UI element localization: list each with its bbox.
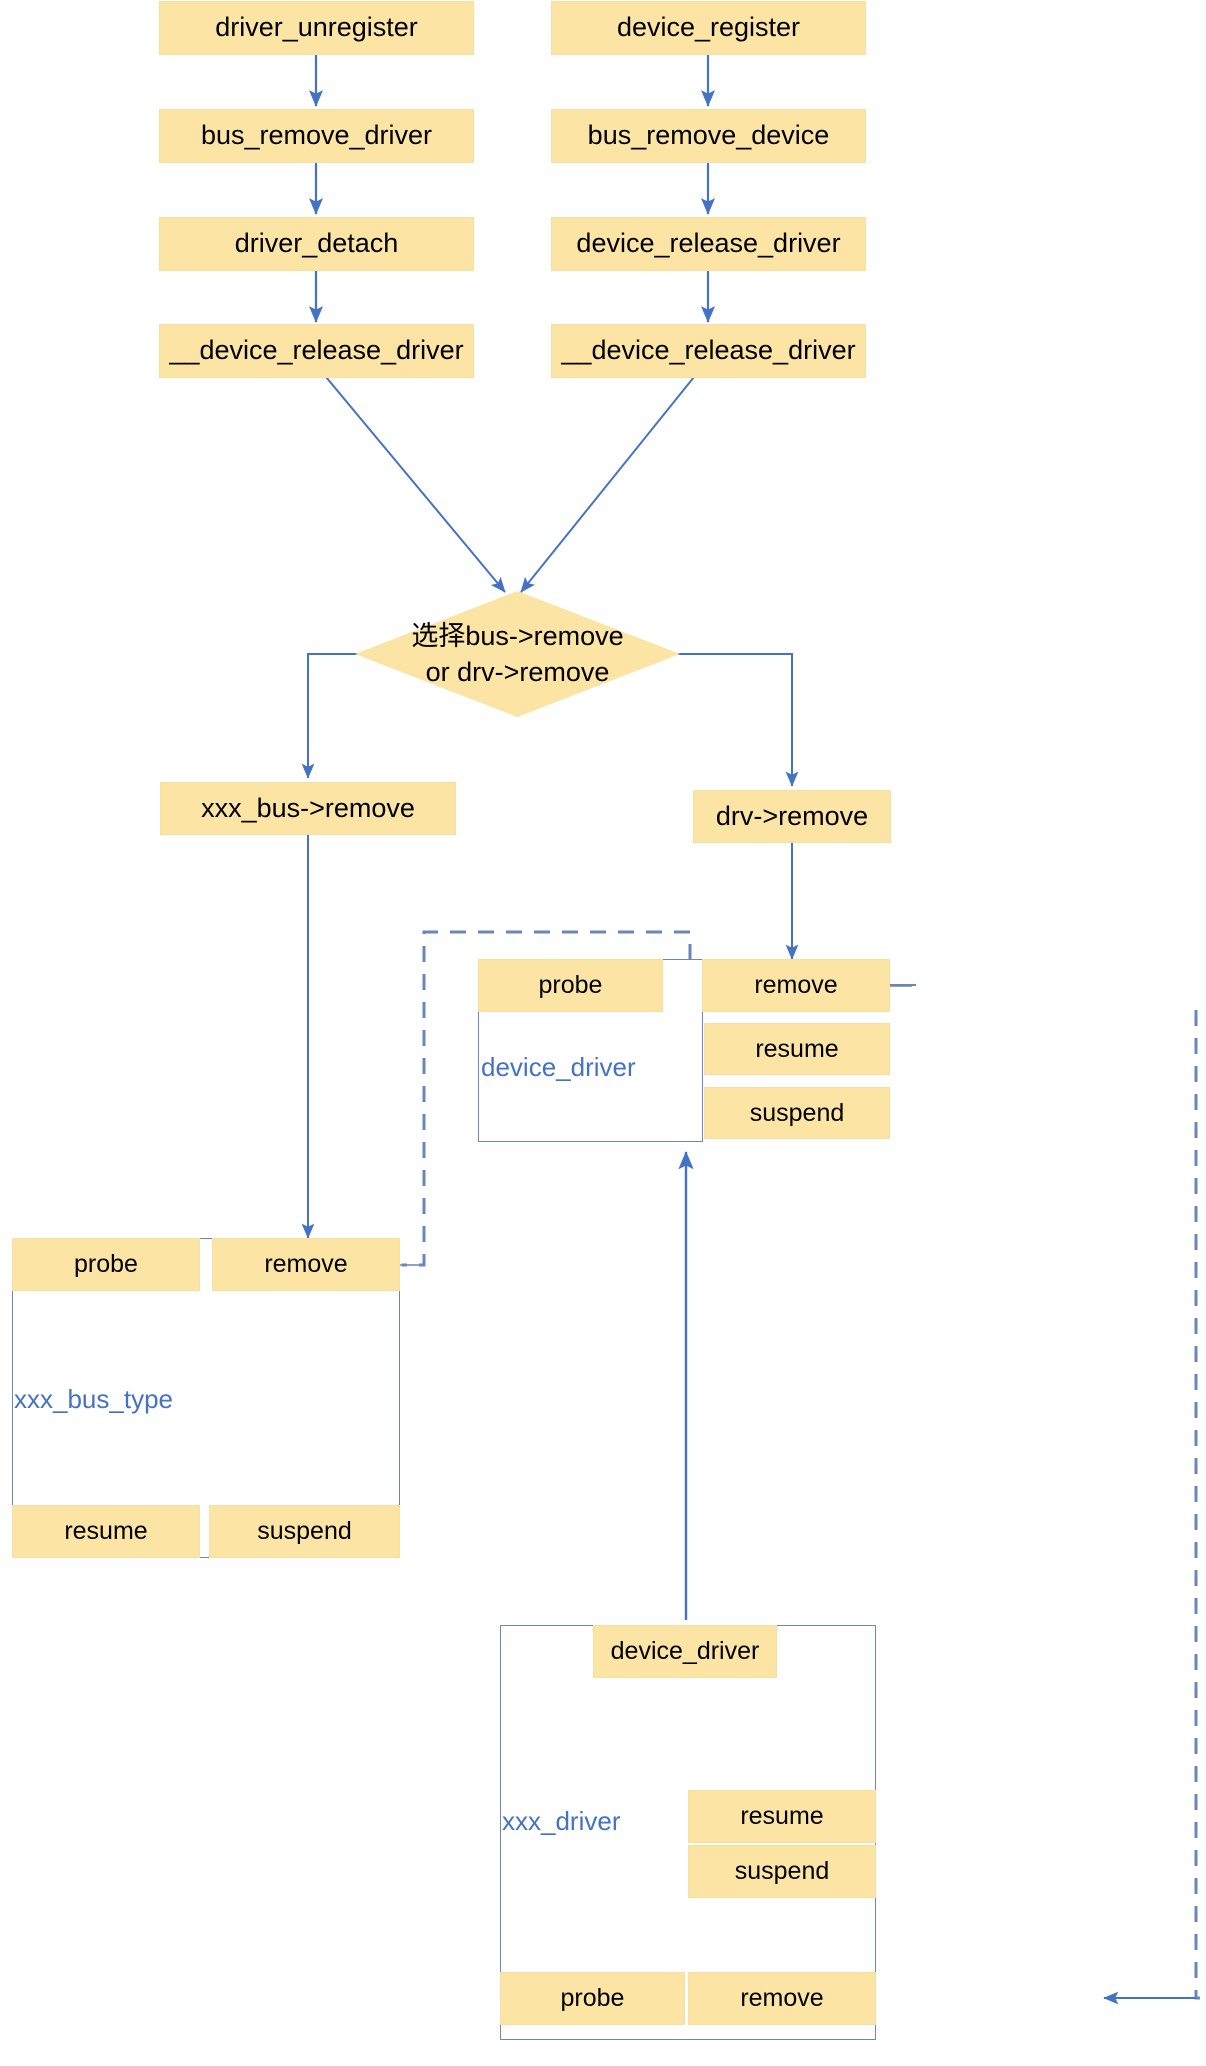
node-drv-remove[interactable]: drv->remove — [693, 790, 891, 843]
slot-label: suspend — [749, 1098, 845, 1127]
edge-decision-to-drv-remove — [674, 653, 799, 787]
xxxdriver-slot-device-driver[interactable]: device_driver — [593, 1625, 777, 1678]
devicedriver-slot-suspend[interactable]: suspend — [704, 1087, 890, 1139]
node-right-__device-release-driver[interactable]: __device_release_driver — [551, 324, 866, 378]
node-driver-unregister[interactable]: driver_unregister — [159, 1, 474, 55]
edge-dashed-devicedriver-to-xxxdriver-remove — [1194, 1010, 1200, 2000]
slot-label: resume — [740, 1802, 824, 1831]
bustype-slot-resume[interactable]: resume — [12, 1505, 200, 1558]
decision-text: 选择bus->remove or drv->remove — [355, 591, 680, 717]
slot-label: probe — [538, 971, 603, 1000]
xxxdriver-slot-remove[interactable]: remove — [688, 1972, 876, 2025]
node-label: __device_release_driver — [169, 335, 464, 366]
edge-right-release-to-decision — [520, 376, 695, 593]
node-label: xxx_bus->remove — [201, 792, 415, 823]
devicedriver-slot-remove[interactable]: remove — [702, 959, 890, 1012]
decision-diamond[interactable]: 选择bus->remove or drv->remove — [355, 591, 680, 717]
decision-line2: or drv->remove — [425, 657, 610, 687]
slot-label: suspend — [257, 1517, 352, 1546]
devicedriver-slot-resume[interactable]: resume — [704, 1023, 890, 1075]
node-bus-remove-driver[interactable]: bus_remove_driver — [159, 109, 474, 163]
node-label: driver_unregister — [215, 12, 418, 43]
slot-label: suspend — [734, 1857, 830, 1886]
node-driver-detach[interactable]: driver_detach — [159, 217, 474, 271]
node-label: device_register — [616, 12, 801, 43]
slot-label: resume — [755, 1034, 839, 1063]
struct-device-driver-name: device_driver — [481, 1052, 636, 1082]
node-bus-remove-device[interactable]: bus_remove_device — [551, 109, 866, 163]
struct-xxx-driver-name: xxx_driver — [502, 1806, 621, 1836]
slot-label: remove — [264, 1250, 348, 1279]
struct-xxx-bus-type-frame — [12, 1238, 400, 1558]
slot-label: remove — [740, 1984, 824, 2013]
node-label: bus_remove_device — [587, 120, 830, 151]
node-device-register[interactable]: device_register — [551, 1, 866, 55]
slot-label: probe — [560, 1984, 625, 2013]
edge-decision-to-bus-remove — [301, 653, 362, 779]
xxxdriver-slot-suspend[interactable]: suspend — [688, 1845, 876, 1898]
xxxdriver-slot-resume[interactable]: resume — [688, 1790, 876, 1843]
node-label: drv->remove — [715, 800, 869, 831]
devicedriver-slot-probe[interactable]: probe — [478, 959, 663, 1012]
node-xxx-bus-remove[interactable]: xxx_bus->remove — [160, 782, 456, 835]
bustype-slot-probe[interactable]: probe — [12, 1238, 200, 1291]
slot-label: remove — [754, 971, 838, 1000]
diamond-shape — [355, 591, 680, 717]
slot-label: probe — [74, 1250, 138, 1279]
node-label: bus_remove_driver — [200, 120, 433, 151]
node-label: device_release_driver — [576, 228, 841, 259]
bustype-slot-remove[interactable]: remove — [212, 1238, 400, 1291]
struct-xxx-bus-type-name: xxx_bus_type — [14, 1384, 173, 1414]
bustype-slot-suspend[interactable]: suspend — [209, 1505, 400, 1558]
node-label: driver_detach — [234, 228, 399, 259]
slot-label: resume — [64, 1517, 148, 1546]
decision-line1: 选择bus->remove — [411, 620, 624, 651]
xxxdriver-slot-probe[interactable]: probe — [500, 1972, 685, 2025]
slot-label: device_driver — [610, 1637, 760, 1666]
edge-left-release-to-decision — [325, 376, 506, 593]
node-label: __device_release_driver — [561, 335, 856, 366]
node-device-release-driver[interactable]: device_release_driver — [551, 217, 866, 271]
node-left-__device-release-driver[interactable]: __device_release_driver — [159, 324, 474, 378]
